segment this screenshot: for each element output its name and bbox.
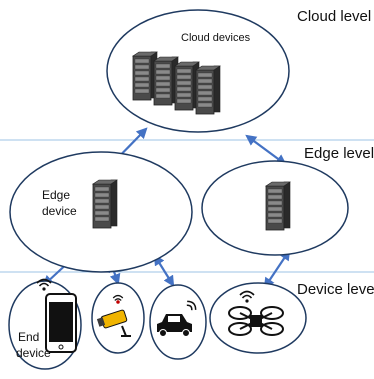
edge-server-icon-left [92,179,118,229]
arrow-edge-car [153,254,175,287]
car-icon [157,314,192,337]
wifi-icon [112,294,124,304]
edge-device-label-line1: Edge [42,188,71,202]
edge-server-icon-right [265,181,291,231]
end-device-label-line2: device [16,346,51,360]
camera-icon [96,309,131,337]
end-device-label-line1: End [18,330,40,344]
cloud-devices-label: Cloud devices [181,32,251,44]
smartphone-icon [45,293,77,353]
arrow-edge-drone [263,249,291,289]
arrow-cloud-edge-right [245,134,287,166]
edge-device-label-line2: device [42,204,77,218]
edge-level-label: Edge level [304,145,374,162]
wifi-icon [186,300,197,311]
cloud-level-label: Cloud level [297,8,372,25]
drone-icon [228,306,284,336]
device-level-label: Device level [297,281,374,298]
